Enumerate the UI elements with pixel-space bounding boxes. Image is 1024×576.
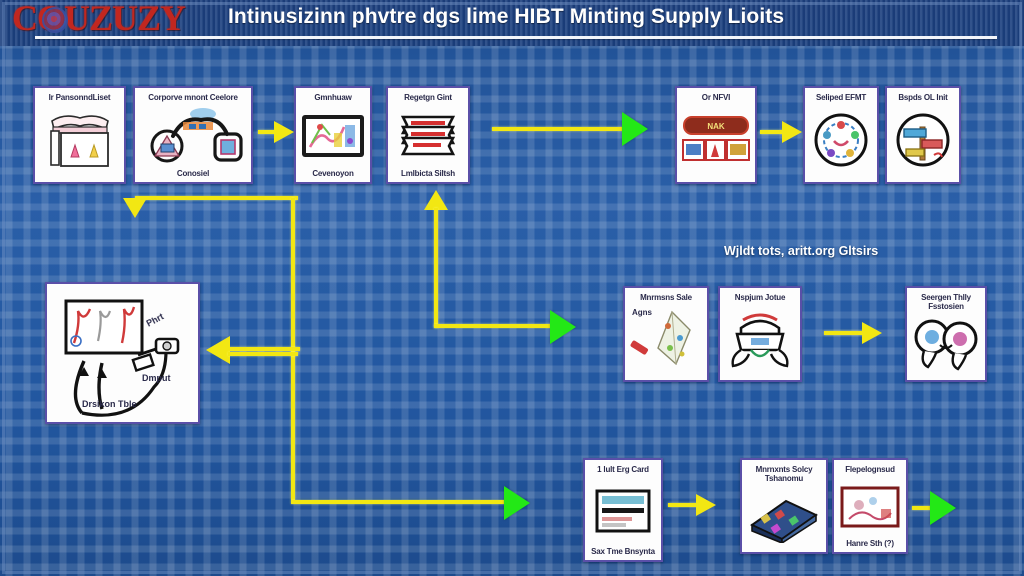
node-title: Regetgn Gint <box>404 93 452 102</box>
node-title: Seergen Thlly Fsstosien <box>921 293 971 312</box>
form-window-sketch-icon <box>588 474 658 547</box>
flip-chart-sketch-icon <box>38 102 121 178</box>
node-subtitle: Lmlbicta Siltsh <box>401 168 455 178</box>
connector-loop-back-top <box>123 196 303 256</box>
spiral-emblem-icon <box>42 7 68 33</box>
slide-header: COUZUZY Intinusizinn phvtre dgs lime HIB… <box>0 0 1024 46</box>
brand-logo: COUZUZY <box>12 0 186 38</box>
connector-branch-to-n8 <box>206 335 300 365</box>
node-card[interactable]: Mnrnxnts Solcy Tshanomu <box>740 458 828 554</box>
node-card[interactable]: Nspjum Jotue <box>718 286 802 382</box>
svg-text:NAK: NAK <box>707 122 725 131</box>
node-title: Nspjum Jotue <box>734 293 786 302</box>
node-title: 1 lult Erg Card <box>597 465 649 474</box>
framed-picture-sketch-icon <box>837 474 903 539</box>
connector-n2-n3 <box>258 121 294 143</box>
round-badge-sketch-icon <box>808 102 874 178</box>
node-card[interactable]: 1 lult Erg Card Sax Tme Bnsynta <box>583 458 663 562</box>
node-subtitle: Conosiel <box>176 168 210 178</box>
node-card[interactable]: Seergen Thlly Fsstosien <box>905 286 987 382</box>
node-card[interactable]: Regetgn Gint Lmlbicta Siltsh <box>386 86 470 184</box>
round-signpost-sketch-icon <box>890 102 956 178</box>
two-circles-sketch-icon <box>910 311 982 376</box>
node-subtitle: Sax Tme Bnsynta <box>591 546 655 556</box>
page-title: Intinusizinn phvtre dgs lime HIBT Mintin… <box>228 5 785 28</box>
node-title: Or NFVI <box>701 93 731 102</box>
middle-right-caption: Wjldt tots, aritt.org Gltsirs <box>724 244 879 258</box>
whiteboard-arrows-sketch-icon: Phrt Dmput Drsikon Tble <box>50 289 195 418</box>
node-card[interactable]: Corporve mnont Ceelore Conosiel <box>133 86 253 184</box>
node-card[interactable]: Flepelognsud Hanre Sth (?) <box>832 458 908 554</box>
node-title: Bspds OL Init <box>898 93 948 102</box>
node-card[interactable]: Phrt Dmput Drsikon Tble <box>45 282 200 424</box>
connector-n4-n5 <box>492 111 672 147</box>
connector-branch-stub <box>228 352 298 360</box>
connector-n5-n6 <box>760 121 802 143</box>
crystal-pen-sketch-icon: Agns <box>628 302 704 376</box>
node-card[interactable]: Bspds OL Init <box>885 86 961 184</box>
node-card[interactable]: Gmnhuaw Cevenoyon <box>294 86 372 184</box>
connector-n8-n9-elbow <box>410 190 590 345</box>
node-title: Mnrnxnts Solcy Tshanomu <box>755 465 813 484</box>
node-subtitle: Cevenoyon <box>312 168 354 178</box>
connector-n8-n12 <box>291 486 551 522</box>
connector-n14-end <box>912 490 1002 526</box>
node-title: Corporve mnont Ceelore <box>148 93 238 102</box>
node-title: Mnrmsns Sale <box>640 293 692 302</box>
tablet-chart-sketch-icon <box>299 102 367 169</box>
node-title: Seliped EFMT <box>815 93 867 102</box>
node-title: Gmnhuaw <box>314 93 352 102</box>
node-subtitle: Hanre Sth (?) <box>846 538 894 548</box>
node-title: Ir PansonndLiset <box>48 93 111 102</box>
node-card[interactable]: Or NFVI NAK <box>675 86 757 184</box>
connector-n10-n11 <box>824 320 894 346</box>
node-inline-label-2: Dmput <box>142 373 171 383</box>
network-nodes-sketch-icon <box>138 102 248 169</box>
title-divider <box>35 36 997 39</box>
node-title: Flepelognsud <box>845 465 895 474</box>
ticket-stack-sketch-icon <box>391 102 465 169</box>
node-card[interactable]: Ir PansonndLiset <box>33 86 126 184</box>
node-card[interactable]: Seliped EFMT <box>803 86 879 184</box>
node-inline-label: Agns <box>632 308 652 318</box>
node-card[interactable]: Mnrmsns Sale Agns <box>623 286 709 382</box>
crown-ribbon-sketch-icon <box>723 302 797 376</box>
connector-n12-n13 <box>668 492 738 520</box>
node-subtitle: Drsikon Tble <box>82 399 137 409</box>
red-banner-cards-sketch-icon: NAK <box>680 102 752 178</box>
stacked-book-sketch-icon <box>745 483 823 548</box>
